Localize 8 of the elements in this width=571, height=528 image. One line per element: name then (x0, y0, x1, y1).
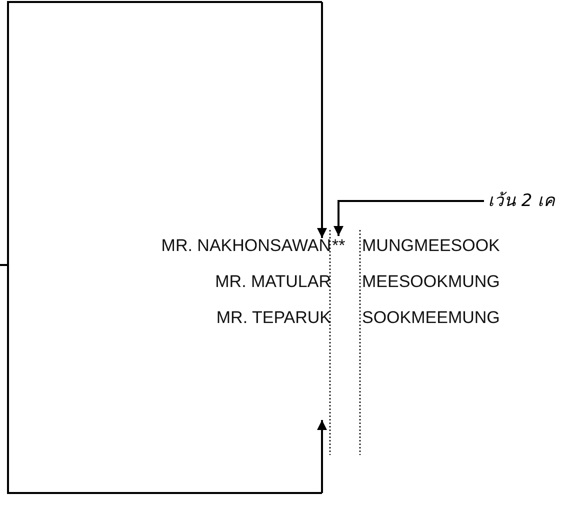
name-text: MR. NAKHONSAWAN (161, 236, 331, 256)
name-text: MR. TEPARUK (216, 308, 331, 328)
name-text: MR. MATULAR (215, 272, 331, 292)
name-text: SOOKMEEMUNG (362, 308, 500, 328)
marker-text: ** (332, 236, 346, 256)
name-text: MUNGMEESOOK (362, 236, 500, 256)
leader-arrow (334, 200, 484, 236)
name-text: MEESOOKMUNG (362, 272, 500, 292)
